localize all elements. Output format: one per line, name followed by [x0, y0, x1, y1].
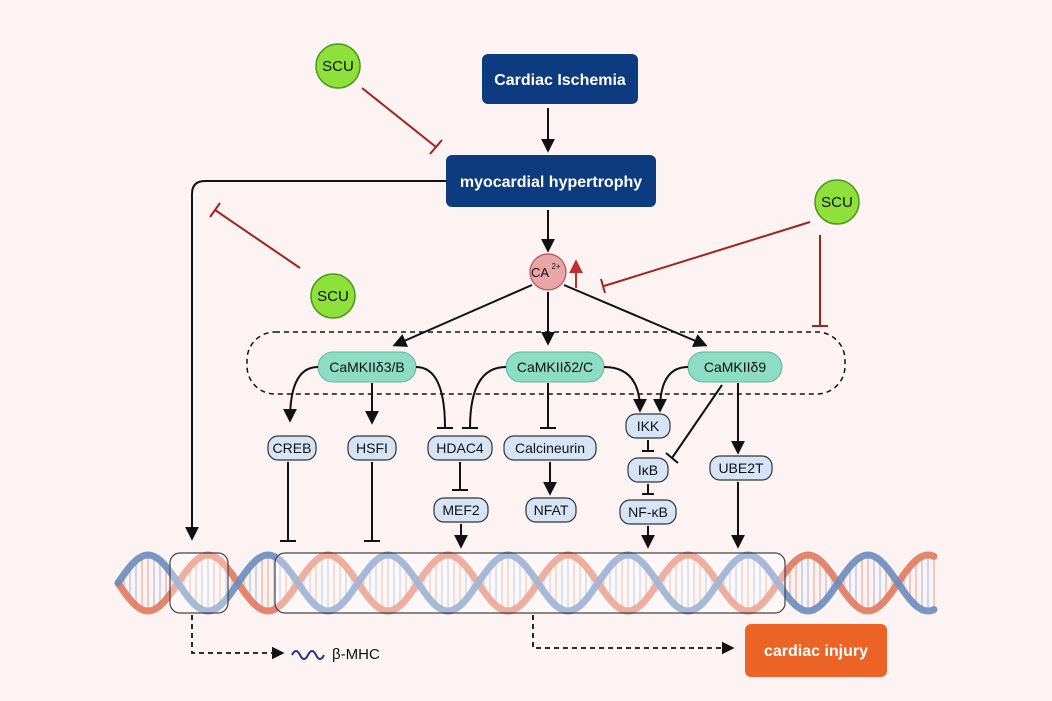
inhibit-ikk-to-ikb: [642, 440, 654, 452]
arrow-calcium-to-d3b: [392, 284, 533, 347]
svg-text:UBE2T: UBE2T: [718, 460, 764, 476]
arrow-hypertrophy-to-dna: [185, 180, 446, 541]
calcineurin-node: Calcineurin: [503, 435, 597, 461]
inhibit-scu-to-calcium: [600, 221, 811, 294]
svg-text:IKK: IKK: [637, 418, 660, 434]
cardiac-injury-box: cardiac injury: [745, 624, 887, 677]
inhibit-scu-to-dna-arrow: [209, 202, 301, 269]
arrow-d2c-to-ikk: [603, 366, 647, 413]
hdac4-node: HDAC4: [427, 435, 493, 461]
calcium-label: CA: [531, 265, 549, 280]
creb-node: CREB: [267, 435, 317, 461]
arrow-calcium-to-d9: [563, 284, 708, 348]
nfat-node: NFAT: [525, 497, 577, 523]
arrow-d3b-to-creb: [283, 366, 319, 423]
myocardial-hypertrophy-box: myocardial hypertrophy: [446, 155, 656, 207]
mrna-wave-icon: [291, 650, 325, 660]
inhibit-scu-to-hypertrophy: [361, 87, 443, 155]
dna-double-helix: [114, 551, 938, 615]
svg-text:SCU: SCU: [317, 288, 349, 305]
ikb-node: IκB: [627, 457, 669, 483]
svg-text:CREB: CREB: [273, 440, 312, 456]
dna-strand: [114, 551, 938, 615]
inhibit-creb-to-dna: [280, 462, 296, 542]
dna-right-highlight-box: [274, 552, 786, 614]
arrow-d9-to-ikk: [653, 366, 689, 413]
mef2-node: MEF2: [433, 497, 489, 523]
cardiac-ischemia-box: Cardiac Ischemia: [482, 54, 638, 104]
camkii-d3b-node: CaMKIIδ3/B: [317, 351, 417, 383]
beta-mhc-label: β-MHC: [332, 646, 380, 663]
hsfi-node: HSFI: [347, 435, 397, 461]
inhibit-d3b-to-hdac4: [415, 366, 453, 429]
svg-text:CaMKIIδ3/B: CaMKIIδ3/B: [329, 359, 404, 375]
svg-text:Calcineurin: Calcineurin: [515, 440, 585, 456]
ikk-node: IKK: [625, 413, 671, 439]
myocardial-hypertrophy-label: myocardial hypertrophy: [460, 174, 642, 191]
cardiac-injury-label: cardiac injury: [764, 643, 868, 660]
inhibit-d2c-to-calcineurin: [540, 383, 556, 429]
inhibit-ikb-to-nfkb: [642, 484, 654, 495]
camkii-d2c-node: CaMKIIδ2/C: [505, 351, 605, 383]
inhibit-d2c-to-hdac4: [462, 366, 507, 429]
cardiac-ischemia-label: Cardiac Ischemia: [494, 72, 626, 89]
dashed-arrow-to-beta-mhc: [191, 615, 285, 660]
inhibit-scu-to-camkii-container: [812, 235, 828, 327]
svg-text:CaMKIIδ2/C: CaMKIIδ2/C: [517, 359, 593, 375]
calcium-node: CA 2+: [529, 253, 567, 291]
ube2t-node: UBE2T: [709, 455, 773, 481]
svg-text:IκB: IκB: [638, 462, 658, 478]
svg-text:SCU: SCU: [821, 194, 853, 211]
svg-text:HSFI: HSFI: [356, 440, 388, 456]
svg-text:NF-κB: NF-κB: [628, 504, 668, 520]
svg-text:NFAT: NFAT: [534, 502, 569, 518]
scu-node-left-top: SCU: [315, 43, 361, 89]
calcium-superscript: 2+: [551, 262, 560, 271]
scu-node-left-mid: SCU: [310, 273, 356, 319]
svg-text:SCU: SCU: [322, 58, 354, 75]
inhibit-hsfi-to-dna: [364, 462, 380, 542]
nfkb-node: NF-κB: [619, 499, 677, 525]
svg-text:CaMKIIδ9: CaMKIIδ9: [704, 359, 766, 375]
dashed-arrow-to-cardiac-injury: [532, 615, 735, 655]
camkii-d9-node: CaMKIIδ9: [687, 351, 783, 383]
svg-text:HDAC4: HDAC4: [436, 440, 484, 456]
inhibit-hdac4-to-mef2: [452, 462, 468, 491]
svg-text:MEF2: MEF2: [442, 502, 480, 518]
scu-node-right: SCU: [814, 179, 860, 225]
dna-left-highlight-box: [169, 552, 229, 614]
dna-strand: [114, 551, 938, 615]
inhibit-d9-to-ikb: [665, 384, 723, 464]
